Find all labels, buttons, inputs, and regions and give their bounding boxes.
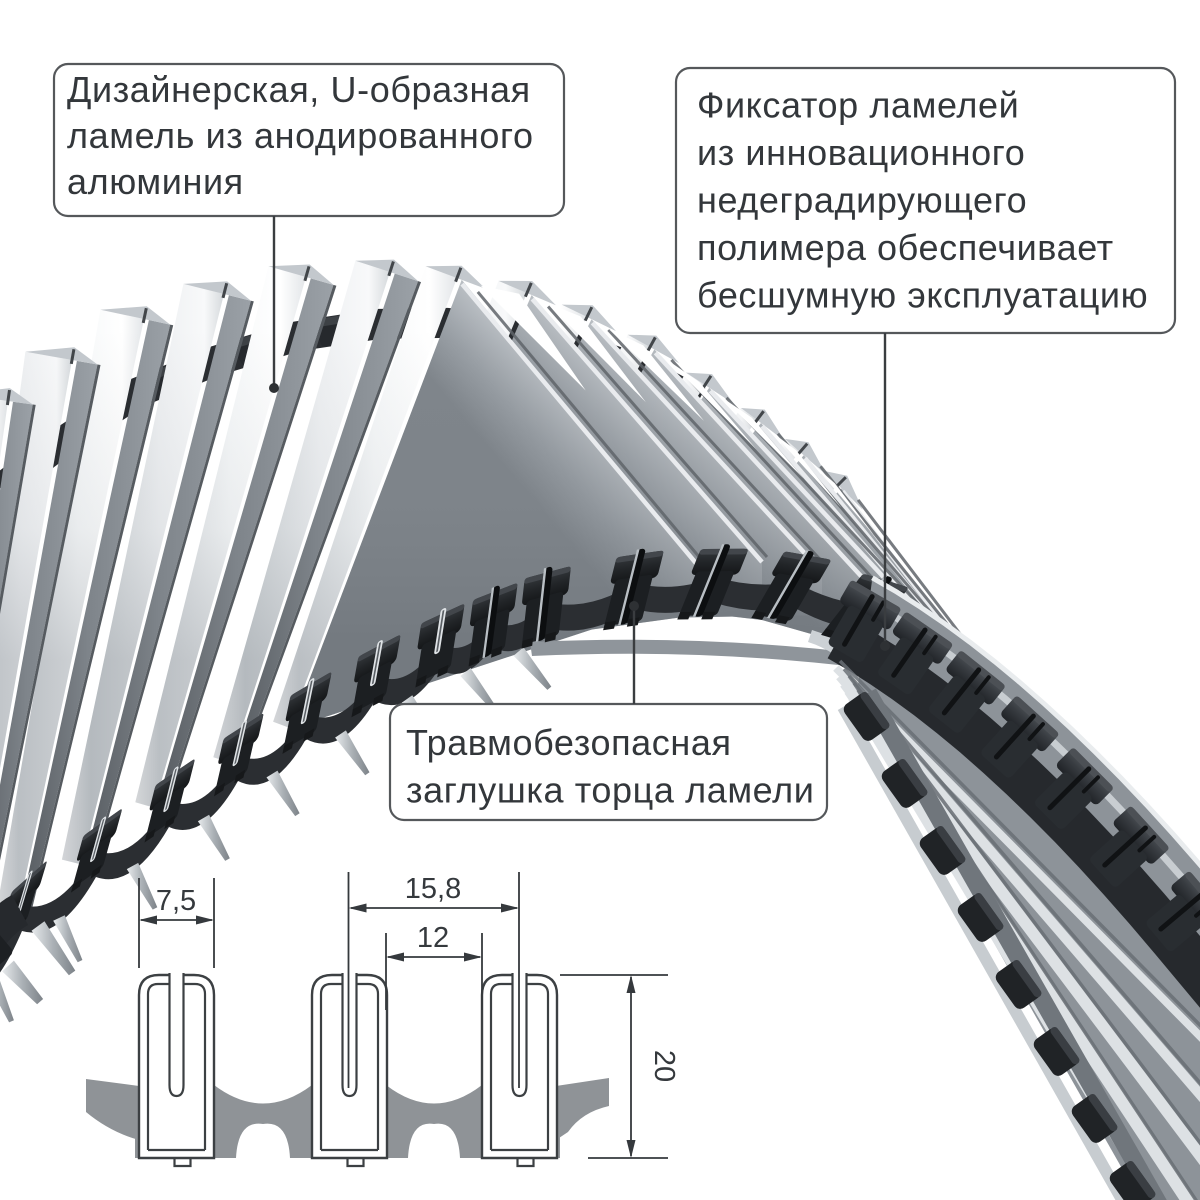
svg-text:бесшумную эксплуатацию: бесшумную эксплуатацию [697,275,1148,316]
svg-text:недеградирующего: недеградирующего [697,180,1027,221]
svg-text:15,8: 15,8 [405,873,461,905]
svg-text:полимера обеспечивает: полимера обеспечивает [697,227,1114,268]
svg-text:ламель из анодированного: ламель из анодированного [67,115,534,156]
svg-text:Фиксатор ламелей: Фиксатор ламелей [697,85,1019,126]
svg-text:из инновационного: из инновационного [697,132,1025,173]
svg-text:12: 12 [417,922,449,954]
svg-text:7,5: 7,5 [156,885,196,917]
svg-text:20: 20 [648,1050,680,1082]
svg-text:алюминия: алюминия [67,161,244,202]
svg-text:Дизайнерская, U-образная: Дизайнерская, U-образная [67,69,531,110]
svg-text:Травмобезопасная: Травмобезопасная [406,722,732,763]
svg-text:заглушка торца ламели: заглушка торца ламели [406,770,814,811]
